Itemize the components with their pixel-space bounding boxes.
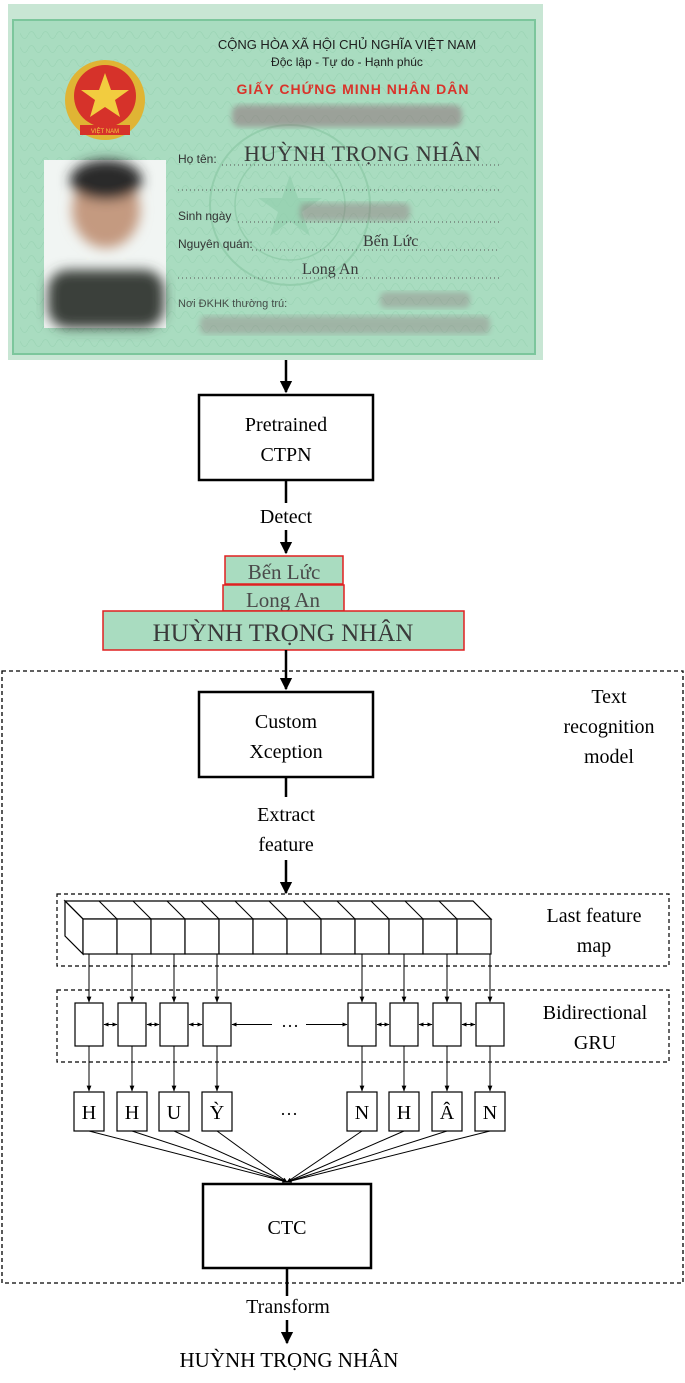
gru-cell <box>432 1002 462 1047</box>
output-text: HUỲNH TRỌNG NHÂN <box>180 1348 399 1372</box>
feature-map-cell <box>252 918 288 955</box>
watermark-star <box>258 175 322 236</box>
emblem-star <box>81 73 129 117</box>
char-label: H <box>82 1102 96 1124</box>
ctc-input-lines <box>88 1130 491 1183</box>
feature-map-label-line2: map <box>577 935 611 957</box>
char-label: Â <box>440 1101 455 1124</box>
field-residence-label: Nơi ĐKHK thường trú: <box>178 298 287 310</box>
char-to-ctc-line <box>286 1130 363 1183</box>
feature-map-cell <box>184 918 220 955</box>
module-label-line2: recognition <box>563 716 654 738</box>
chars-ellipsis: ··· <box>280 1104 298 1124</box>
text-recognition-module <box>1 670 684 1284</box>
field-origin-label: Nguyên quán: <box>178 237 253 251</box>
ctc-label: CTC <box>268 1217 307 1239</box>
gru-ellipsis: ··· <box>281 1016 299 1036</box>
ctpn-label-line2: CTPN <box>260 444 311 466</box>
char-box <box>474 1091 506 1132</box>
gru-cell <box>117 1002 147 1047</box>
char-label: N <box>483 1102 497 1124</box>
feature-map-cell <box>218 918 254 955</box>
char-box <box>346 1091 378 1132</box>
gru-frame <box>56 989 670 1063</box>
char-label: H <box>125 1102 139 1124</box>
xception-label-line1: Custom <box>255 711 318 733</box>
feature-map-cell <box>82 918 118 955</box>
field-name-label: Họ tên: <box>178 152 217 166</box>
field-origin-value-2: Long An <box>302 261 358 278</box>
char-box <box>158 1091 190 1132</box>
char-box <box>116 1091 148 1132</box>
gru-cell <box>202 1002 232 1047</box>
char-to-ctc-line <box>216 1130 288 1183</box>
char-label: H <box>397 1102 411 1124</box>
char-to-ctc-line <box>286 1130 448 1183</box>
detect-label: Detect <box>260 506 313 528</box>
id-card-image: VIỆT NAM CỘNG HÒA XÃ HỘI CHỦ NGHĨA VIỆT … <box>8 4 543 360</box>
char-label: Ỳ <box>210 1101 224 1124</box>
feature-map-cell <box>354 918 390 955</box>
feature-map-cell <box>388 918 424 955</box>
module-label-line1: Text <box>591 686 627 708</box>
xception-label-line2: Xception <box>249 741 322 763</box>
field-name-value: HUỲNH TRỌNG NHÂN <box>244 141 481 166</box>
national-emblem: VIỆT NAM <box>65 60 145 140</box>
crop-name-text: HUỲNH TRỌNG NHÂN <box>153 619 414 647</box>
char-box <box>388 1091 420 1132</box>
feature-map-label-line1: Last feature <box>547 905 642 927</box>
card-title: GIẤY CHỨNG MINH NHÂN DÂN <box>237 80 470 97</box>
crop-origin-1 <box>224 555 344 585</box>
char-to-ctc-line <box>286 1130 405 1183</box>
gru-cell <box>475 1002 505 1047</box>
feature-map-cell <box>286 918 322 955</box>
crop-origin-1-text: Bến Lức <box>248 560 321 584</box>
blurred-portrait <box>48 160 164 328</box>
ctpn-label-line1: Pretrained <box>245 414 327 436</box>
gru-cell <box>74 1002 104 1047</box>
feature-map-frame <box>56 893 670 967</box>
blurred-residence <box>200 316 490 334</box>
feature-map-cell <box>422 918 458 955</box>
module-label-line3: model <box>584 746 634 768</box>
field-dob-label: Sinh ngày <box>178 209 231 223</box>
char-to-ctc-line <box>173 1130 288 1183</box>
feature-map-cell <box>456 918 492 955</box>
detected-crops: Bến Lức Long An HUỲNH TRỌNG NHÂN <box>102 555 465 651</box>
feature-map-cells <box>63 899 493 956</box>
feature-map-cell <box>150 918 186 955</box>
extract-label-line1: Extract <box>257 804 315 826</box>
card-header-motto: Độc lập - Tự do - Hạnh phúc <box>271 55 423 69</box>
feature-map-cell <box>116 918 152 955</box>
ctpn-box <box>197 393 375 482</box>
char-label: N <box>355 1102 369 1124</box>
xception-box <box>197 690 375 779</box>
gru-cell <box>389 1002 419 1047</box>
char-to-ctc-line <box>88 1130 288 1183</box>
crop-name <box>102 610 465 651</box>
char-to-ctc-line <box>131 1130 288 1183</box>
card-header-republic: CỘNG HÒA XÃ HỘI CHỦ NGHĨA VIỆT NAM <box>218 37 476 52</box>
blurred-dob <box>300 203 410 221</box>
transform-label: Transform <box>246 1296 330 1318</box>
gru-cell <box>347 1002 377 1047</box>
gru-label-line1: Bidirectional <box>543 1002 648 1024</box>
char-to-ctc-line <box>286 1130 491 1183</box>
ctc-box <box>201 1182 373 1270</box>
blurred-id-number <box>232 105 462 127</box>
gru-label-line2: GRU <box>574 1032 617 1054</box>
emblem-text: VIỆT NAM <box>91 127 119 135</box>
gru-cell <box>159 1002 189 1047</box>
feature-map-cell <box>320 918 356 955</box>
field-origin-value-1: Bến Lức <box>363 233 418 250</box>
crop-origin-2 <box>222 584 345 612</box>
extract-label-line2: feature <box>258 834 314 856</box>
crop-origin-2-text: Long An <box>246 588 321 612</box>
char-label: U <box>167 1102 182 1124</box>
